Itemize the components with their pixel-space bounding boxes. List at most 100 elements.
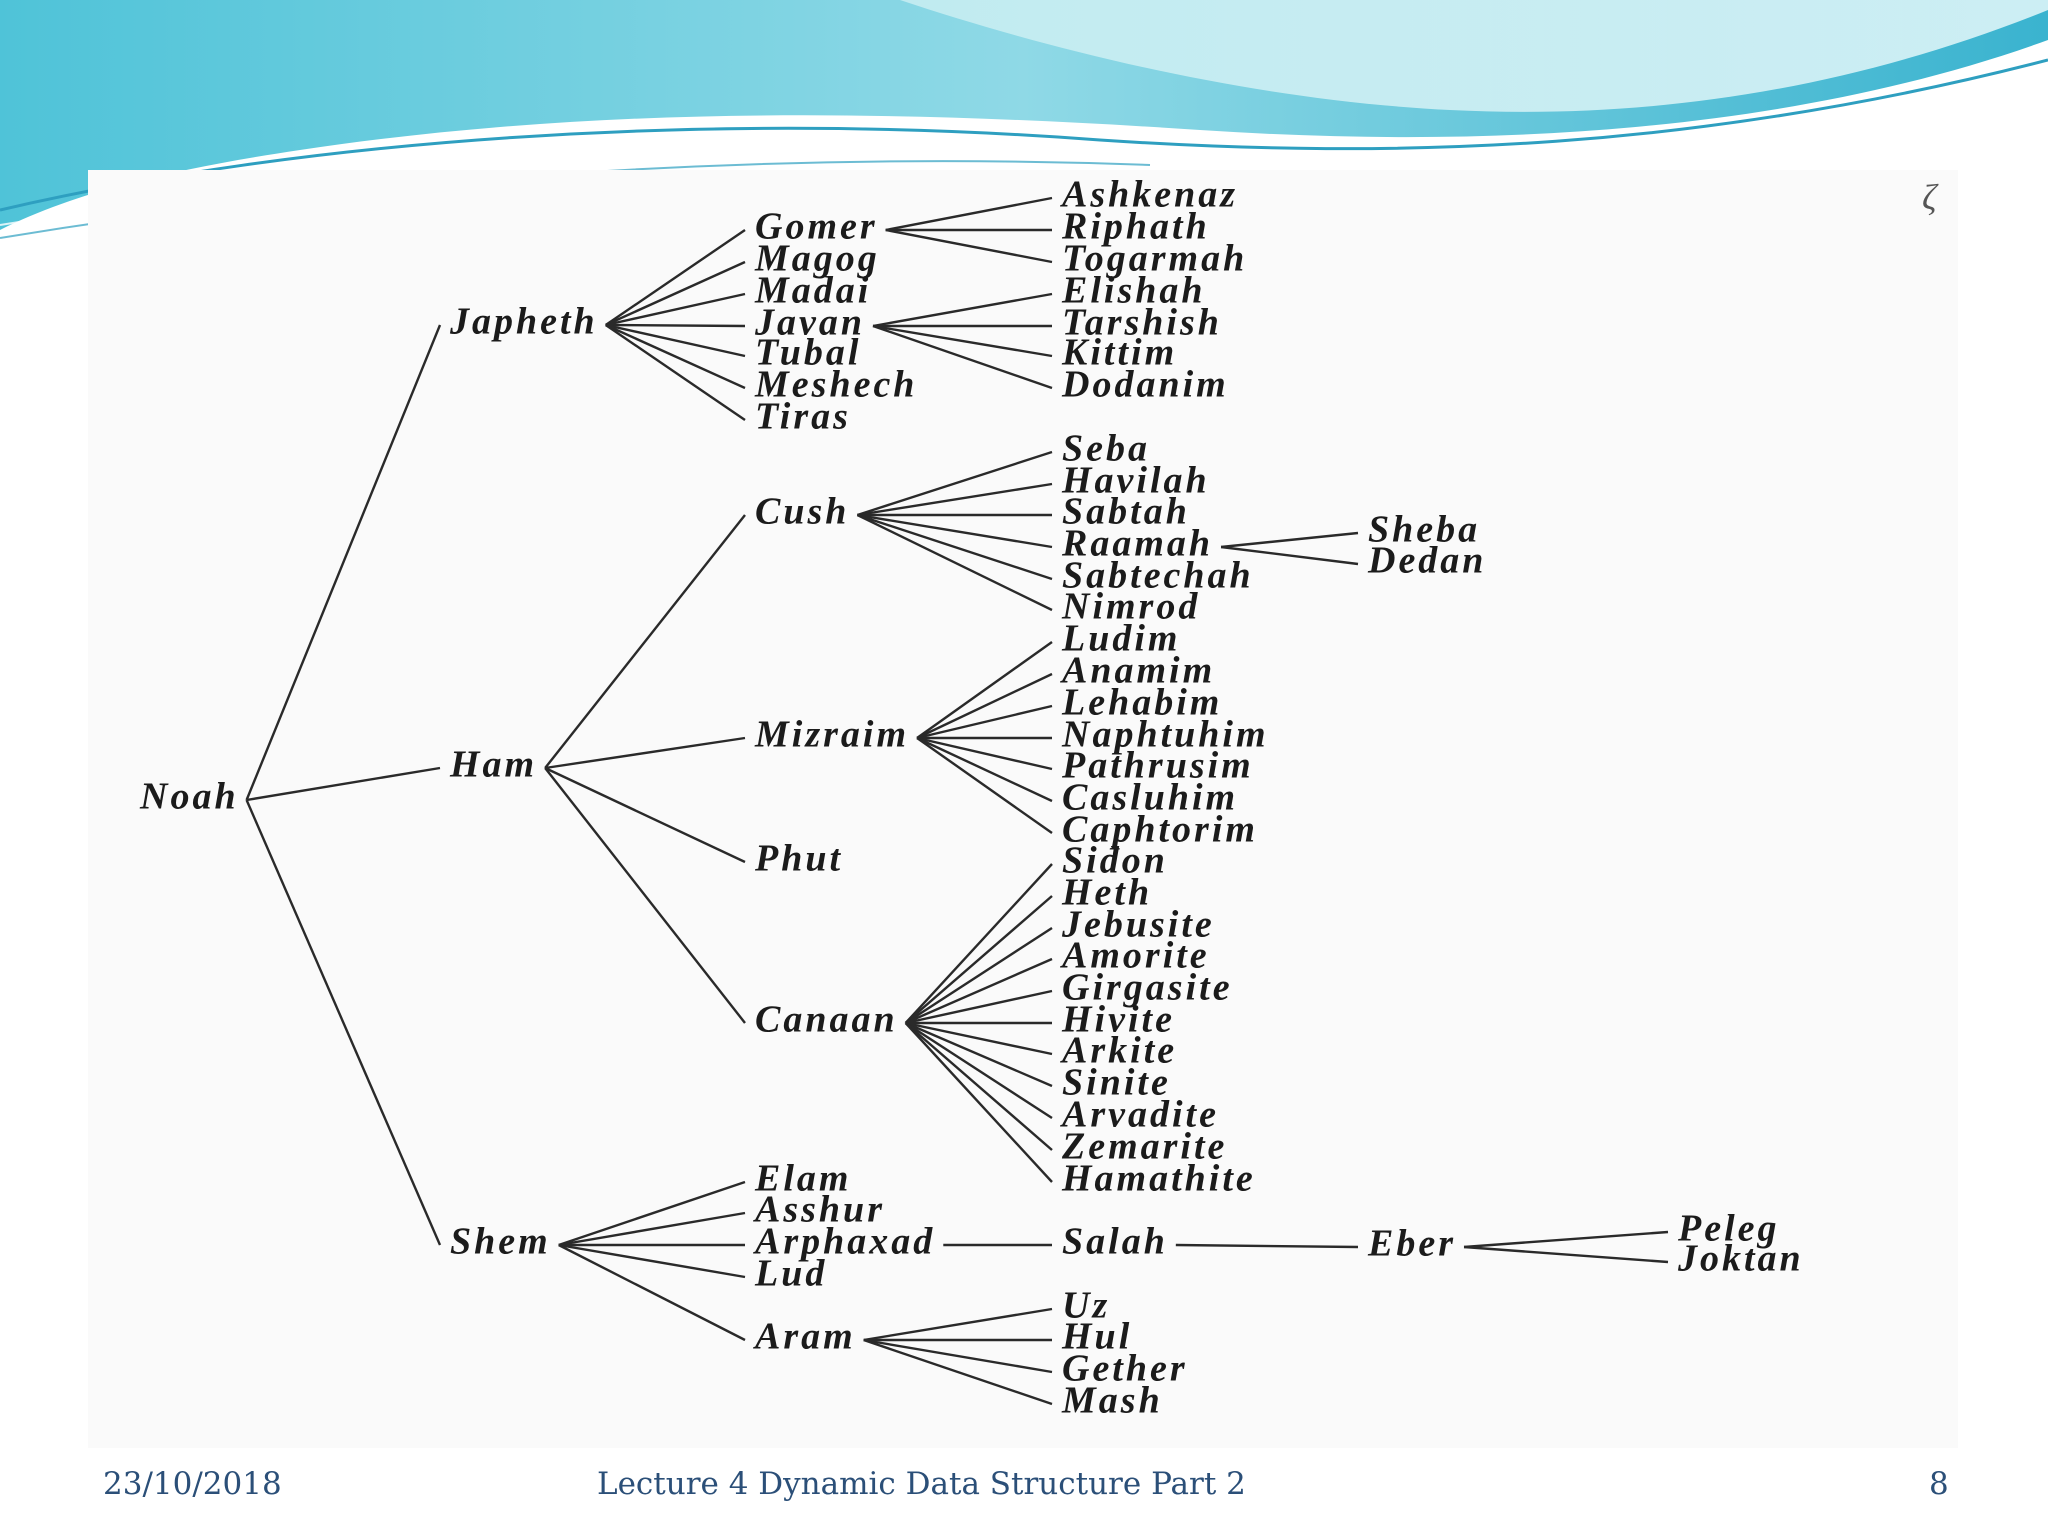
tree-edge-gomer-ashkenaz: [885, 196, 1053, 232]
tree-node-zemarite: Zemarite: [1061, 1126, 1227, 1168]
tree-node-arkite: Arkite: [1060, 1030, 1177, 1072]
tree-edge-mizraim-ludim: [916, 641, 1053, 739]
tree-edge-canaan-amorite: [905, 957, 1053, 1025]
tree-node-shem: Shem: [450, 1221, 551, 1263]
tree-node-tubal: Tubal: [755, 332, 862, 374]
tree-edge-mizraim-pathrusim: [916, 736, 1053, 771]
tree-node-eber: Eber: [1367, 1223, 1456, 1265]
tree-node-madai: Madai: [754, 270, 871, 312]
tree-edge-eber-peleg: [1463, 1230, 1669, 1249]
tree-node-pathrusim: Pathrusim: [1061, 745, 1254, 787]
tree-edge-ham-mizraim: [544, 736, 746, 770]
tree-edge-canaan-girgasite: [905, 989, 1053, 1025]
tree-node-mizraim: Mizraim: [754, 714, 909, 756]
tree-node-kittim: Kittim: [1061, 332, 1177, 374]
tree-edge-shem-aram: [558, 1243, 746, 1342]
tree-node-magog: Magog: [754, 238, 880, 280]
tree-edge-canaan-zemarite: [904, 1022, 1053, 1151]
tree-node-elishah: Elishah: [1061, 270, 1206, 312]
tree-node-arphaxad: Arphaxad: [753, 1221, 935, 1263]
tree-edge-ham-canaan: [544, 767, 746, 1024]
tree-node-japheth: Japheth: [449, 301, 598, 343]
tree-edge-japheth-javan: [605, 323, 746, 328]
tree-node-sabtah: Sabtah: [1062, 491, 1190, 533]
footer-title: Lecture 4 Dynamic Data Structure Part 2: [597, 1466, 1246, 1502]
tree-node-hamathite: Hamathite: [1061, 1158, 1256, 1200]
tree-edge-canaan-arvadite: [904, 1021, 1053, 1120]
tree-node-anamim: Anamim: [1060, 650, 1215, 692]
tree-edge-canaan-arkite: [905, 1021, 1053, 1056]
tree-node-sheba: Sheba: [1368, 509, 1480, 551]
tree-node-hul: Hul: [1061, 1316, 1132, 1358]
tree-node-havilah: Havilah: [1061, 460, 1210, 502]
tree-edge-canaan-hamathite: [904, 1022, 1053, 1183]
tree-edge-cush-sabtechah: [857, 513, 1053, 581]
page-number: 8: [1929, 1466, 1949, 1502]
tree-edge-mizraim-caphtorim: [916, 737, 1053, 834]
tree-edge-noah-ham: [246, 766, 441, 802]
tree-node-mash: Mash: [1061, 1380, 1163, 1422]
tree-edge-japheth-tiras: [605, 324, 746, 421]
tree-edge-canaan-sinite: [905, 1021, 1053, 1088]
tree-node-heth: Heth: [1061, 872, 1152, 914]
tree-edge-noah-shem: [245, 799, 442, 1246]
tree-node-dodanim: Dodanim: [1061, 364, 1229, 406]
tree-node-lehabim: Lehabim: [1061, 682, 1222, 724]
tree-node-noah: Noah: [139, 776, 239, 818]
tree-edge-cush-raamah: [857, 513, 1053, 549]
tree-edge-aram-gether: [863, 1338, 1053, 1374]
tree-node-gomer: Gomer: [755, 206, 878, 248]
tree-edge-japheth-tubal: [605, 323, 746, 358]
tree-edge-ham-cush: [544, 514, 746, 769]
tree-node-riphath: Riphath: [1061, 206, 1210, 248]
tree-node-ham: Ham: [449, 744, 537, 786]
tree-edge-javan-elishah: [872, 292, 1053, 328]
tree-node-caphtorim: Caphtorim: [1062, 809, 1258, 851]
tree-node-canaan: Canaan: [755, 999, 898, 1041]
tree-node-sidon: Sidon: [1062, 840, 1168, 882]
tree-edge-aram-mash: [863, 1338, 1053, 1406]
tree-node-sinite: Sinite: [1062, 1062, 1171, 1104]
tree-edges: [245, 196, 1669, 1406]
tree-edge-mizraim-anamim: [916, 672, 1053, 740]
tree-edge-cush-nimrod: [856, 513, 1053, 612]
tree-edge-cush-havilah: [857, 482, 1053, 517]
tree-edge-japheth-meshech: [605, 323, 746, 390]
tree-node-raamah: Raamah: [1061, 523, 1213, 565]
tree-node-phut: Phut: [754, 838, 843, 880]
tree-node-arvadite: Arvadite: [1060, 1094, 1219, 1136]
tree-edge-japheth-gomer: [605, 229, 746, 326]
tree-node-hivite: Hivite: [1061, 999, 1175, 1041]
tree-edge-mizraim-casluhim: [916, 736, 1053, 803]
tree-image-panel: [88, 170, 1958, 1448]
tree-node-tiras: Tiras: [755, 396, 851, 438]
tree-edge-japheth-madai: [605, 292, 746, 327]
tree-node-nimrod: Nimrod: [1061, 586, 1200, 628]
tree-node-ludim: Ludim: [1061, 618, 1180, 660]
tree-node-lud: Lud: [754, 1253, 827, 1295]
tree-node-salah: Salah: [1062, 1221, 1168, 1263]
tree-node-tarshish: Tarshish: [1062, 302, 1222, 344]
tree-node-cush: Cush: [755, 491, 849, 533]
tree-edge-mizraim-lehabim: [916, 704, 1053, 740]
tree-edge-gomer-togarmah: [885, 228, 1053, 264]
tree-node-seba: Seba: [1062, 428, 1150, 470]
tree-edge-shem-elam: [558, 1180, 746, 1247]
tree-node-girgasite: Girgasite: [1062, 967, 1233, 1009]
tree-node-meshech: Meshech: [754, 364, 917, 406]
tree-edge-ham-phut: [544, 766, 746, 864]
tree-node-amorite: Amorite: [1060, 935, 1210, 977]
tree-node-ashkenaz: Ashkenaz: [1060, 174, 1238, 216]
footer-date: 23/10/2018: [103, 1466, 282, 1502]
tree-node-javan: Javan: [754, 302, 865, 344]
tree-edge-noah-japheth: [245, 324, 442, 801]
header-wave-decoration: [0, 0, 2048, 239]
tree-node-jebusite: Jebusite: [1061, 904, 1215, 946]
tree-edge-shem-asshur: [558, 1211, 746, 1247]
tree-node-peleg: Peleg: [1677, 1208, 1780, 1250]
tree-node-uz: Uz: [1062, 1285, 1110, 1327]
tree-node-elam: Elam: [754, 1158, 851, 1200]
tree-edge-shem-lud: [558, 1243, 746, 1279]
